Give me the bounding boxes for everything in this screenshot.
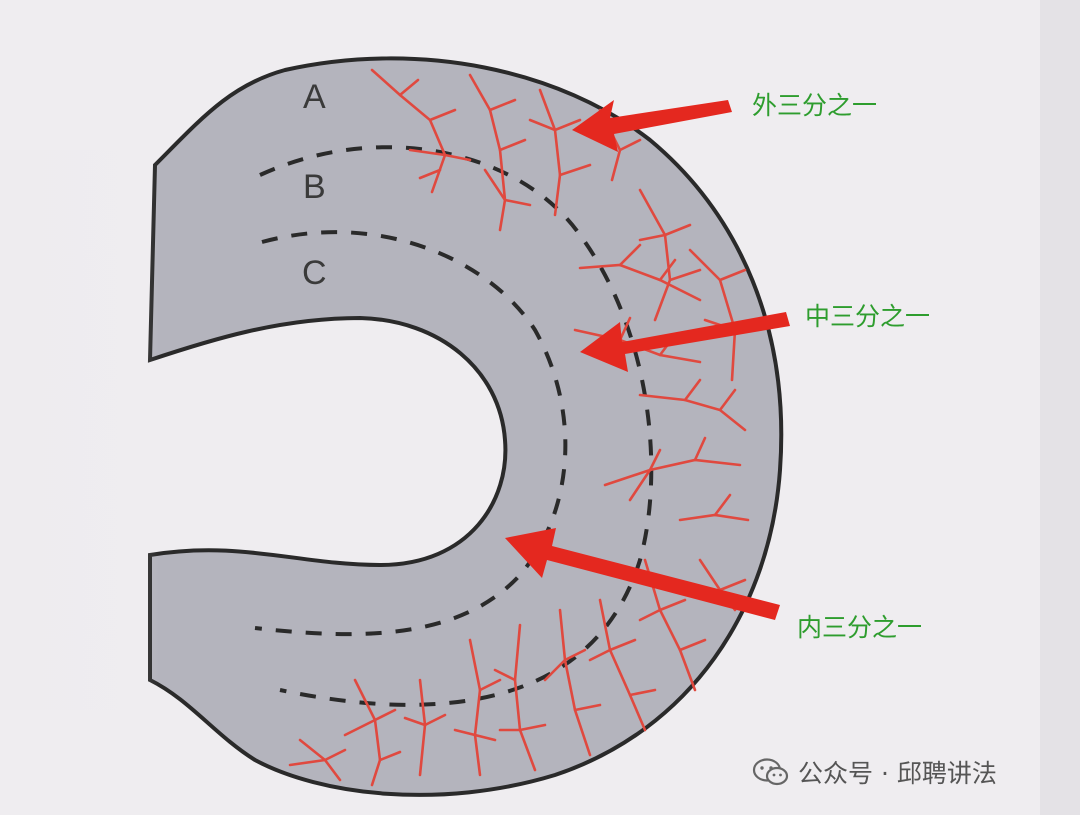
zone-label-a: A: [303, 78, 326, 116]
boundary-b-c: [254, 230, 568, 637]
callout-middle-third: 中三分之一: [805, 302, 931, 331]
blood-vessels: [288, 68, 762, 787]
arrow-middle: [580, 312, 790, 372]
zone-label-c: C: [302, 254, 327, 292]
arrow-inner: [505, 528, 780, 620]
zone-label-b: B: [303, 168, 326, 206]
watermark-text: 公众号 · 邱聘讲法: [798, 759, 997, 788]
watermark: 公众号 · 邱聘讲法: [752, 754, 997, 790]
callout-arrows: [505, 100, 790, 620]
meniscus-body: [147, 56, 784, 797]
callout-inner-third: 内三分之一: [797, 613, 923, 642]
callout-outer-third: 外三分之一: [752, 91, 878, 120]
arrow-outer: [572, 100, 732, 152]
wechat-icon: [752, 758, 789, 786]
